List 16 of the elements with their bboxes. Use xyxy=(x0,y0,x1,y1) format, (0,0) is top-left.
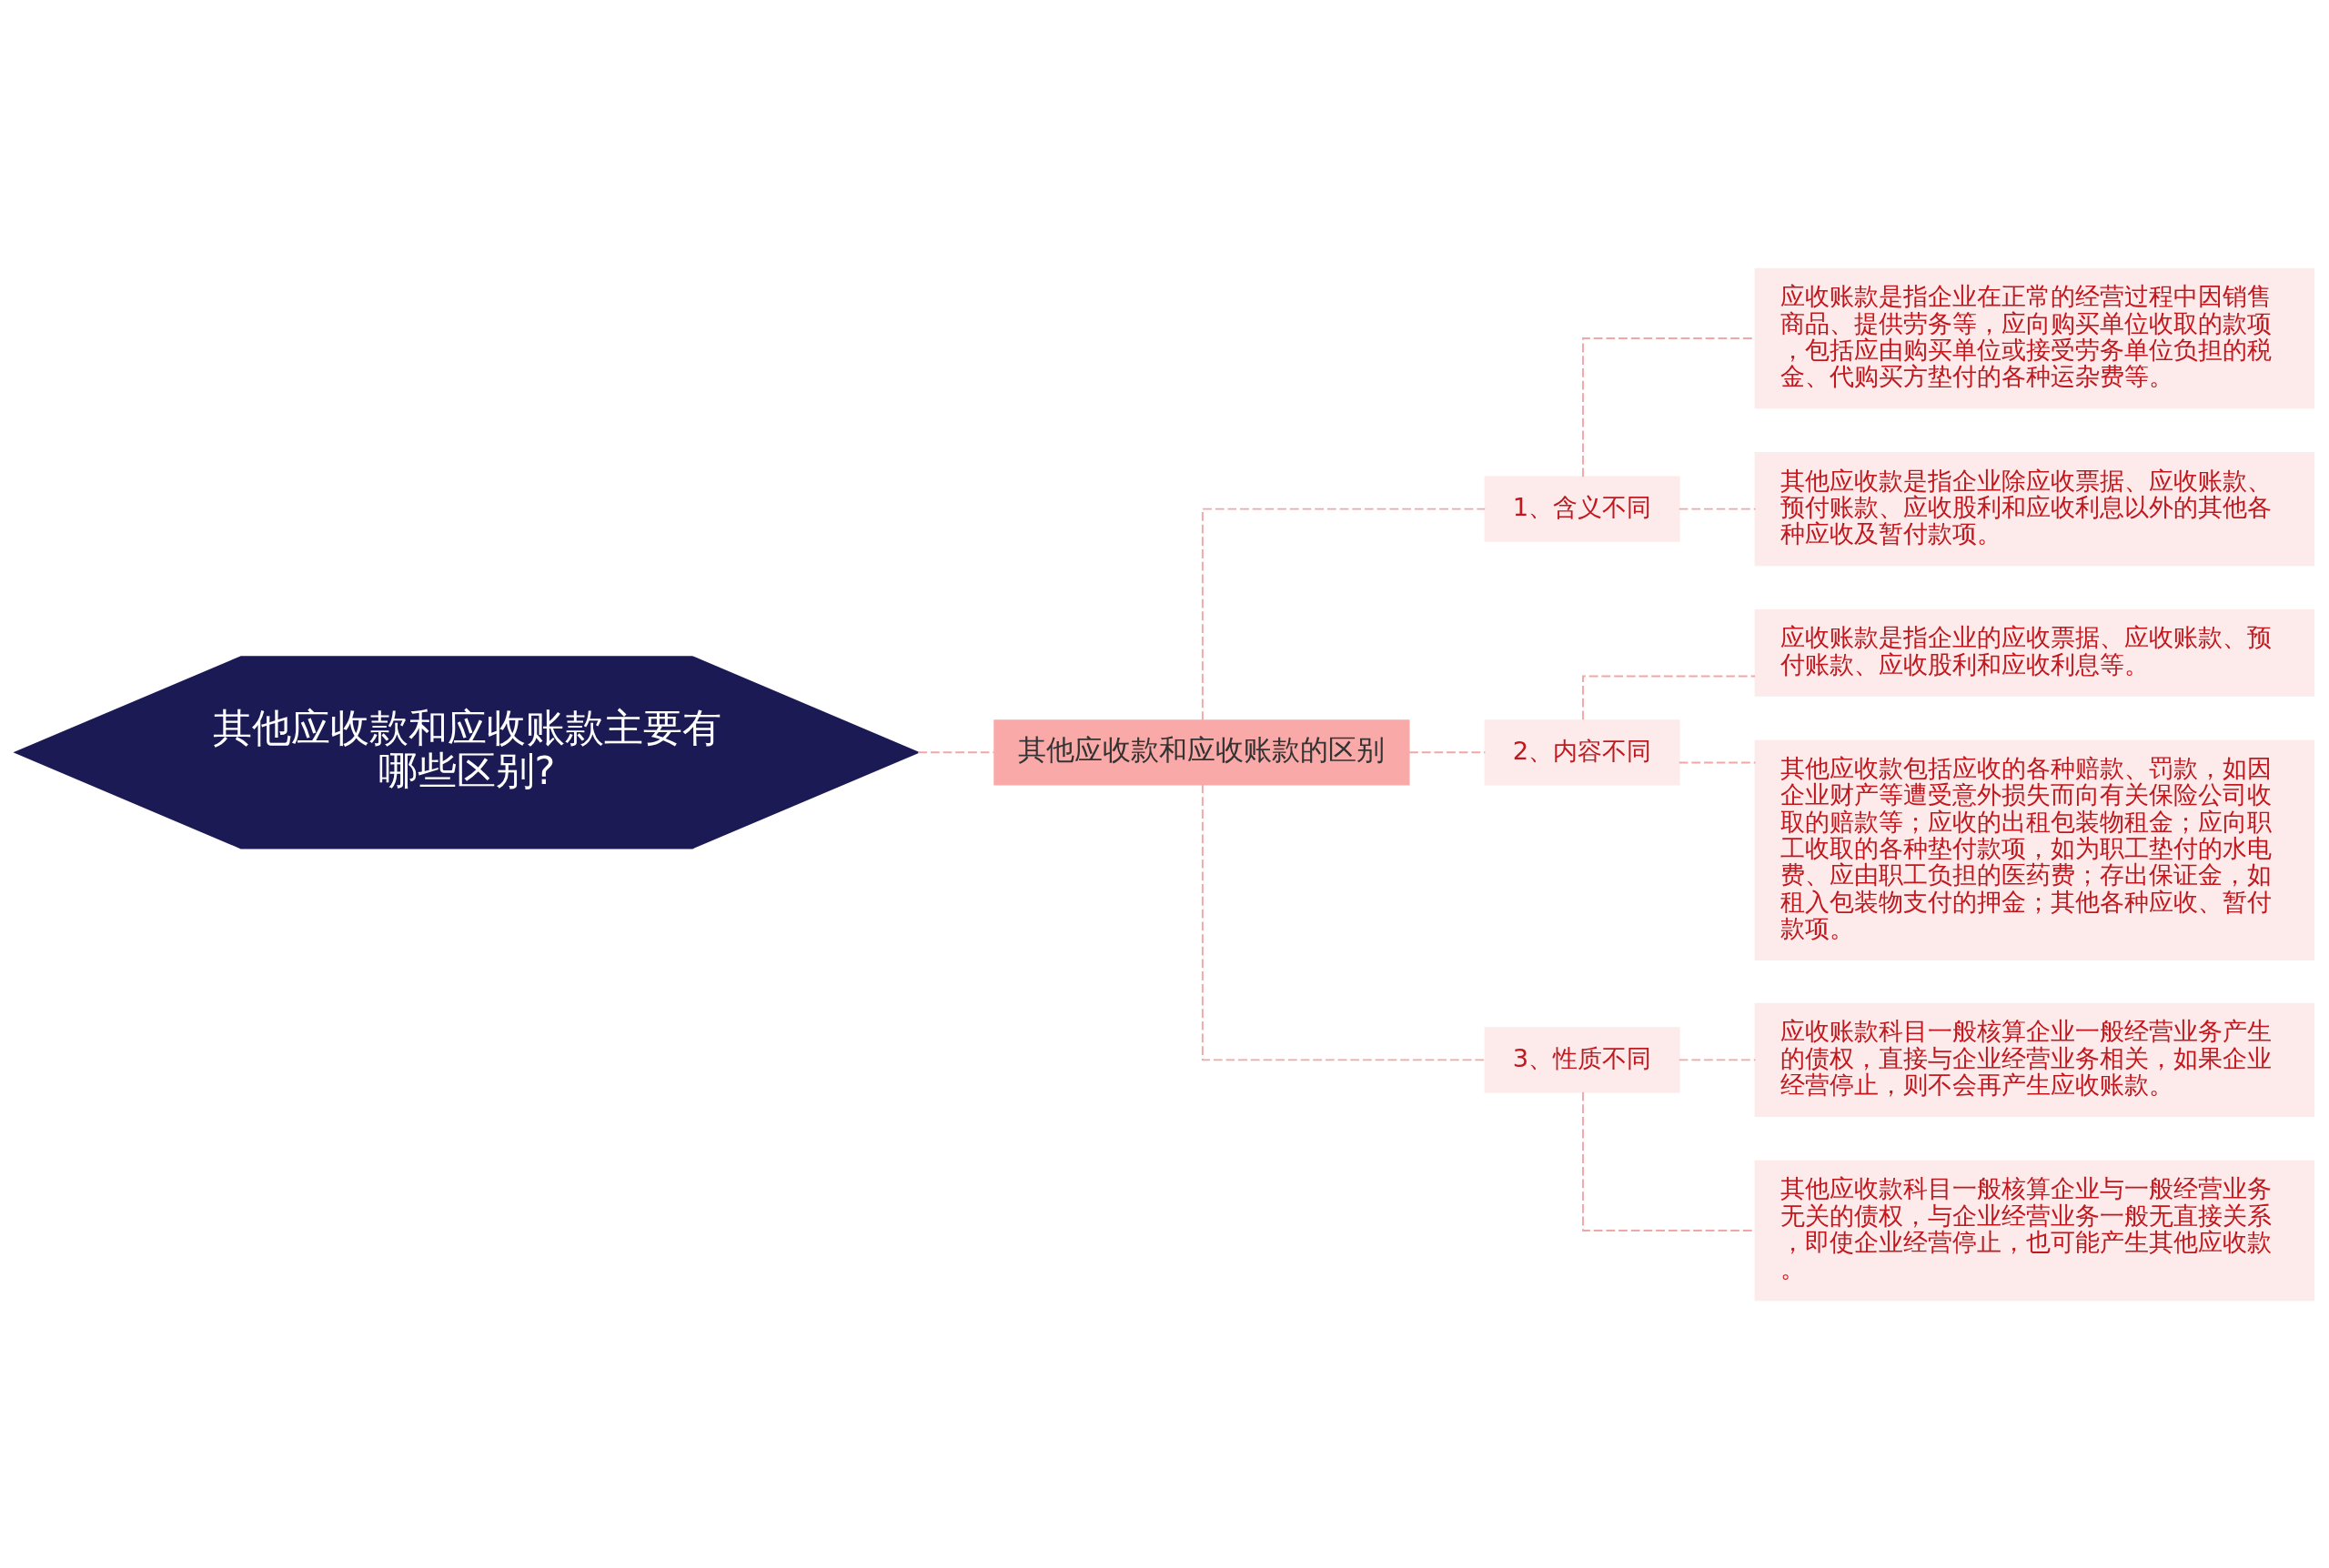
connector xyxy=(1582,674,1757,720)
connector xyxy=(1678,1058,1757,1060)
node-box: 其他应收款是指企业除应收票据、应收账款、预付账款、应收股利和应收利息以外的其他各种应收及暂付款项。 xyxy=(1754,451,2315,566)
connector xyxy=(1678,508,1757,510)
node-box: 应收账款是指企业的应收票据、应收账款、预付账款、应收股利和应收利息等。 xyxy=(1754,608,2315,697)
node-box: 2、内容不同 xyxy=(1484,719,1680,785)
node-box: 应收账款科目一般核算企业一般经营业务产生的债权，直接与企业经营业务相关，如果企业经营停止，则不会再产生应收账款。 xyxy=(1754,1002,2315,1117)
connector xyxy=(1408,750,1487,753)
node-box: 3、性质不同 xyxy=(1484,1026,1680,1093)
connector xyxy=(1678,761,1757,764)
node-box: 其他应收款包括应收的各种赔款、罚款，如因企业财产等遭受意外损失而向有关保险公司收取的赔款等；应收的出租包装物租金；应向职工收取的各种垫付款项，如为职工垫付的水电费、应由职工负担的医药费；存出保证金，如租入包装物支付的押金；其他各种应收、暂付款项。 xyxy=(1754,739,2315,960)
connector xyxy=(917,750,995,753)
connector xyxy=(1201,508,1487,721)
node-box: 1、含义不同 xyxy=(1484,475,1680,542)
node-box: 其他应收款和应收账款的区别 xyxy=(993,719,1410,785)
connector xyxy=(1201,783,1487,1060)
